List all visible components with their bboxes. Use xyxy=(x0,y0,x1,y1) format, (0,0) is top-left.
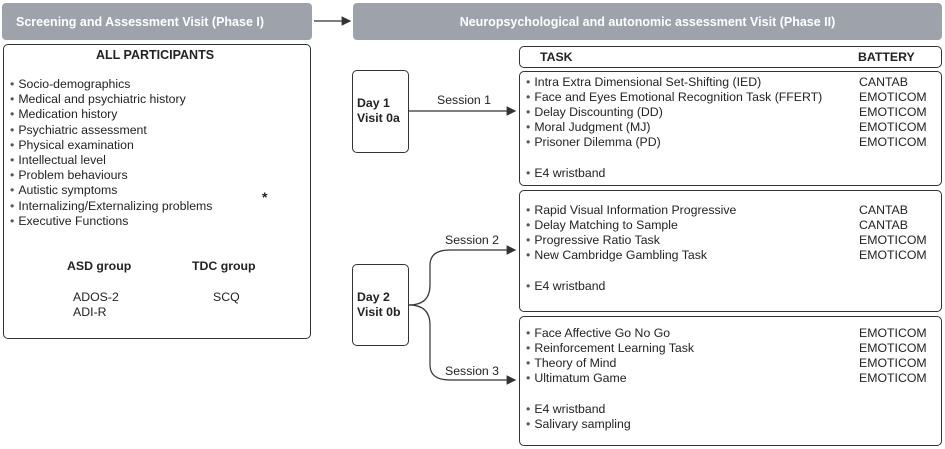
phase1-box: ALL PARTICIPANTS •Socio-demographics •Me… xyxy=(3,44,311,339)
list-item: •Executive Functions xyxy=(10,213,129,228)
list-item: •Medication history xyxy=(10,107,118,122)
battery-cell: EMOTICOM xyxy=(859,120,927,134)
task-row: •Prisoner Dilemma (PD) xyxy=(526,135,661,149)
asd-group-item: ADI-R xyxy=(73,305,107,319)
session2-box: •Rapid Visual Information Progressive CA… xyxy=(519,190,942,312)
asterisk-note: * xyxy=(262,189,268,205)
list-item: •Intellectual level xyxy=(10,153,106,168)
battery-cell: EMOTICOM xyxy=(859,341,927,355)
battery-header: BATTERY xyxy=(858,50,915,64)
extra-item: •Salivary sampling xyxy=(526,417,631,431)
session1-label: Session 1 xyxy=(437,93,492,107)
session3-label: Session 3 xyxy=(445,364,500,378)
task-row: •Face and Eyes Emotional Recognition Tas… xyxy=(526,90,823,104)
extra-item: •E4 wristband xyxy=(526,402,606,416)
day2-label: Day 2 xyxy=(357,290,390,304)
day1-label: Day 1 xyxy=(357,96,390,110)
list-item: •Problem behaviours xyxy=(10,168,128,183)
phase1-banner: Screening and Assessment Visit (Phase I) xyxy=(2,3,312,40)
all-participants-header: ALL PARTICIPANTS xyxy=(96,48,215,62)
battery-cell: CANTAB xyxy=(859,75,908,89)
task-row: •Reinforcement Learning Task xyxy=(526,341,695,355)
day2-visit: Visit 0b xyxy=(357,305,401,319)
list-item: •Socio-demographics xyxy=(10,77,131,91)
task-row: •Progressive Ratio Task xyxy=(526,233,660,247)
task-row: •Rapid Visual Information Progressive xyxy=(526,203,737,217)
day2-box: Day 2 Visit 0b xyxy=(352,264,409,346)
battery-cell: EMOTICOM xyxy=(859,135,927,149)
task-row: •Face Affective Go No Go xyxy=(526,326,671,340)
session2-label: Session 2 xyxy=(445,233,500,247)
battery-cell: EMOTICOM xyxy=(859,233,927,247)
list-item: •Medical and psychiatric history xyxy=(10,92,186,107)
task-row: •Moral Judgment (MJ) xyxy=(526,120,651,134)
tdc-group-label: TDC group xyxy=(192,259,256,273)
phase2-banner: Neuropsychological and autonomic assessm… xyxy=(353,3,942,40)
tdc-group-item: SCQ xyxy=(213,290,240,304)
phase1-title: Screening and Assessment Visit (Phase I) xyxy=(16,14,265,29)
task-row: •Delay Matching to Sample xyxy=(526,218,678,232)
battery-cell: EMOTICOM xyxy=(859,90,927,104)
task-row: •Delay Discounting (DD) xyxy=(526,105,663,119)
task-header-box: TASK BATTERY xyxy=(519,46,942,68)
battery-cell: EMOTICOM xyxy=(859,105,927,119)
task-header: TASK xyxy=(540,50,573,64)
list-item: •Autistic symptoms xyxy=(10,183,118,198)
day1-box: Day 1 Visit 0a xyxy=(352,70,409,153)
phase1-list: •Socio-demographics •Medical and psychia… xyxy=(10,77,212,229)
battery-cell: CANTAB xyxy=(859,203,908,217)
battery-cell: EMOTICOM xyxy=(859,371,927,385)
list-item: •Psychiatric assessment xyxy=(10,122,147,137)
extra-item: •E4 wristband xyxy=(526,279,606,293)
battery-cell: EMOTICOM xyxy=(859,326,927,340)
phase2-title: Neuropsychological and autonomic assessm… xyxy=(459,14,836,29)
task-row: •Intra Extra Dimensional Set-Shifting (I… xyxy=(526,75,762,89)
task-row: •Ultimatum Game xyxy=(526,371,627,385)
task-row: •New Cambridge Gambling Task xyxy=(526,248,707,262)
list-item: •Physical examination xyxy=(10,137,134,152)
asd-group-label: ASD group xyxy=(67,259,132,273)
battery-cell: CANTAB xyxy=(859,218,908,232)
day1-visit: Visit 0a xyxy=(357,111,400,125)
extra-item: •E4 wristband xyxy=(526,166,606,180)
battery-cell: EMOTICOM xyxy=(859,248,927,262)
session2-arrow xyxy=(408,245,517,306)
session3-arrow xyxy=(408,304,517,385)
session1-box: •Intra Extra Dimensional Set-Shifting (I… xyxy=(519,71,942,186)
task-row: •Theory of Mind xyxy=(526,356,617,370)
asd-group-item: ADOS-2 xyxy=(73,290,119,304)
battery-cell: EMOTICOM xyxy=(859,356,927,370)
session3-box: •Face Affective Go No Go EMOTICOM •Reinf… xyxy=(519,316,942,446)
list-item: •Internalizing/Externalizing problems xyxy=(10,198,213,213)
